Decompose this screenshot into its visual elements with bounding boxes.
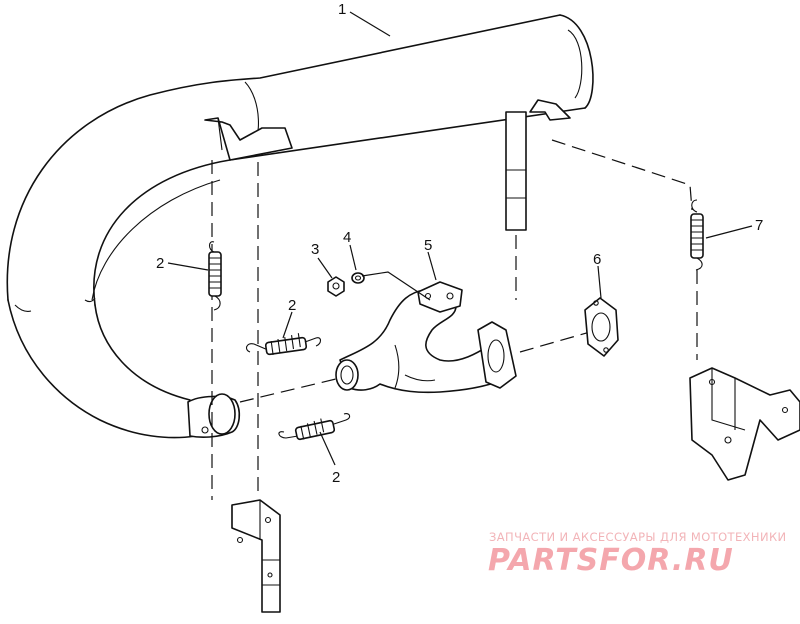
callout-label-2-left: 2 — [156, 255, 164, 272]
nut — [327, 276, 345, 297]
callout-label-1: 1 — [338, 1, 346, 18]
watermark-brand: PARTSFOR.RU — [488, 543, 734, 578]
muffler — [6, 14, 594, 439]
callout-label-4: 4 — [343, 229, 351, 246]
callout-label-3: 3 — [311, 241, 319, 258]
callout-label-7: 7 — [755, 217, 763, 234]
callout-label-2-middle-lower: 2 — [332, 469, 340, 486]
callout-label-6: 6 — [593, 251, 601, 268]
callout-leaders — [167, 11, 753, 466]
gasket — [584, 297, 619, 357]
watermark-tagline: ЗАПЧАСТИ И АКСЕССУАРЫ ДЛЯ МОТОТЕХНИКИ — [489, 530, 787, 544]
spring-middle-lower — [278, 413, 351, 441]
spring-left — [208, 241, 222, 311]
watermark: ЗАПЧАСТИ И АКСЕССУАРЫ ДЛЯ МОТОТЕХНИКИ PA… — [488, 530, 787, 578]
washer — [351, 272, 365, 284]
callout-label-2-middle-upper: 2 — [288, 297, 296, 314]
exhaust-manifold — [335, 281, 517, 394]
callout-label-5: 5 — [424, 237, 432, 254]
alignment-lines — [211, 139, 698, 500]
spring-middle-upper — [245, 333, 322, 356]
bracket-lower-right — [689, 367, 800, 481]
bracket-lower-left — [231, 499, 281, 613]
spring-right — [690, 199, 704, 271]
